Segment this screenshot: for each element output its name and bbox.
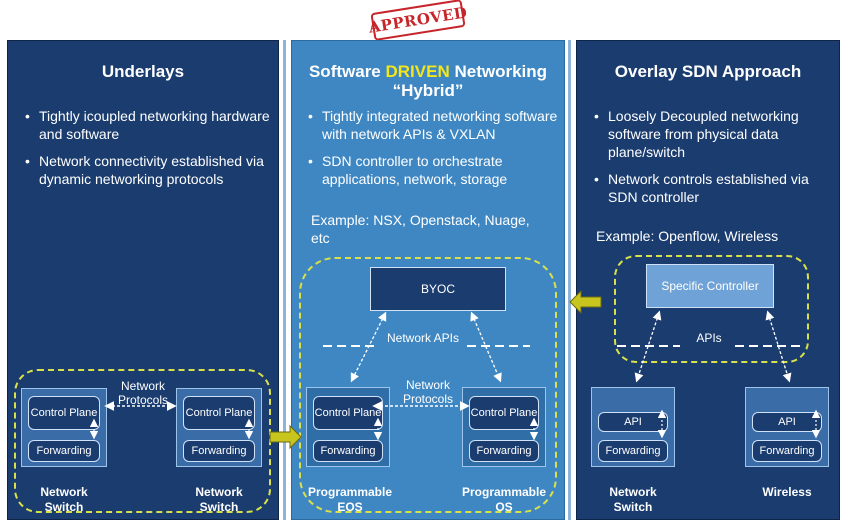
control-plane-box: Control Plane [183,396,255,430]
api-box: API [752,412,822,432]
right-arrow-icon [269,424,302,450]
title-part: Software [308,62,386,81]
device-label: Programmable OS [461,485,547,514]
bullet-list: Tightly integrated networking software w… [308,107,558,197]
forwarding-box: Forwarding [28,440,100,462]
control-plane-box: Control Plane [313,396,383,430]
forwarding-box: Forwarding [752,440,822,462]
bullet-list: Loosely Decoupled networking software fr… [594,107,834,215]
bullet-item: Loosely Decoupled networking software fr… [594,107,834,161]
api-arrow [470,311,502,383]
separator-right [568,40,571,520]
bullet-item: Network connectivity established via dyn… [25,152,270,188]
wireless-device: API Forwarding [745,387,829,467]
bullet-item: Network controls established via SDN con… [594,170,834,206]
title-part: Networking [449,62,548,81]
forwarding-box: Forwarding [598,440,668,462]
controller-box: Specific Controller [646,264,774,308]
api-arrow [634,310,662,383]
control-plane-box: Control Plane [28,396,100,430]
bullet-list: Tightly icoupled networking hardware and… [25,107,270,197]
forwarding-box: Forwarding [469,440,539,462]
controller-region [614,255,809,363]
software-driven-panel: Software DRIVEN Networking “Hybrid” Tigh… [291,40,565,520]
device-label: Programmable EOS [307,485,393,514]
overlay-sdn-panel: Overlay SDN Approach Loosely Decoupled n… [576,40,840,520]
api-label: Network APIs [380,331,466,345]
api-arrow [350,311,387,383]
controller-box: BYOC [370,267,506,311]
panel-subtitle: “Hybrid” [392,81,464,100]
device-label: Wireless [762,485,812,499]
left-arrow-icon [569,289,602,315]
bullet-item: Tightly icoupled networking hardware and… [25,107,270,143]
hybrid-region [299,257,557,513]
device-label: Network Switch [40,485,88,514]
panel-title: Overlay SDN Approach [614,62,802,81]
control-plane-box: Control Plane [469,396,539,430]
device-label: Network Switch [609,485,657,514]
panel-title: Underlays [101,62,185,81]
underlays-panel: Underlays Tightly icoupled networking ha… [7,40,279,520]
title-highlight: DRIVEN [385,62,450,81]
separator-left [283,40,286,520]
bullet-item: SDN controller to orchestrate applicatio… [308,152,558,188]
panel-title: Software DRIVEN Networking [292,62,564,82]
example-text: Example: NSX, Openstack, Nuage, etc [311,212,530,246]
api-label: APIs [684,331,734,345]
example-text: Example: Openflow, Wireless [596,228,779,244]
switch-device: Control Plane Forwarding [176,388,262,467]
forwarding-box: Forwarding [183,440,255,462]
bullet-item: Tightly integrated networking software w… [308,107,558,143]
api-box: API [598,412,668,432]
forwarding-box: Forwarding [313,440,383,462]
device-label: Network Switch [195,485,243,514]
api-arrow [765,310,792,383]
